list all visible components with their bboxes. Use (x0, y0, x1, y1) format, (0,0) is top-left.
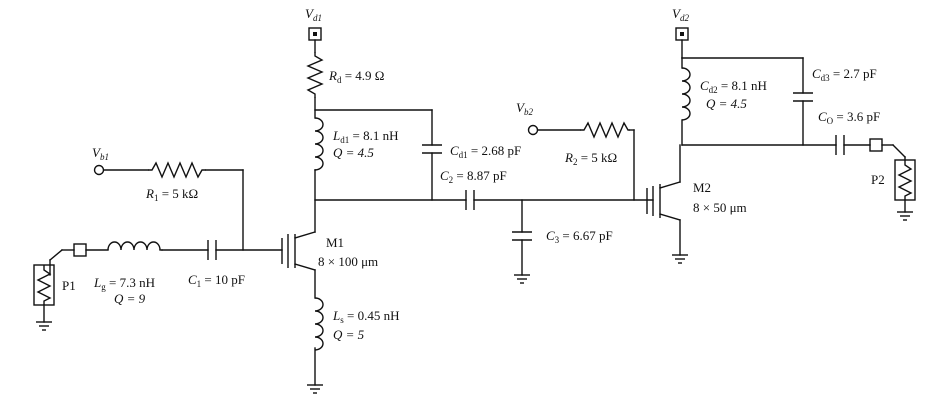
m2-transistor (646, 184, 661, 218)
c3-capacitor (512, 231, 532, 241)
ld1-inductor (314, 117, 324, 171)
c1-label: C1 = 10 pF (188, 272, 245, 289)
c2-capacitor (465, 190, 475, 210)
ls-inductor (314, 297, 324, 351)
ground-c3 (514, 274, 530, 284)
ground-p1 (36, 321, 52, 331)
vb2-label: Vb2 (516, 100, 533, 117)
vd1-label: Vd1 (305, 6, 322, 23)
cd3-capacitor (793, 92, 813, 102)
ld2-q-label: Q = 4.5 (706, 96, 747, 111)
ls-q-label: Q = 5 (333, 327, 365, 342)
vb1-terminal (93, 164, 105, 176)
lg-q-label: Q = 9 (114, 291, 146, 306)
m1-size: 8 × 100 μm (318, 254, 378, 269)
r1-label: R1 = 5 kΩ (145, 186, 198, 203)
vd2-terminal (675, 27, 689, 41)
p2-port (869, 138, 916, 201)
lg-inductor (107, 241, 161, 251)
ld2-label: Cd2 = 8.1 nH (700, 78, 767, 95)
vb2-terminal (527, 124, 539, 136)
lg-label: Lg = 7.3 nH (93, 275, 155, 292)
m1-name: M1 (326, 235, 344, 250)
ls-label: Ls = 0.45 nH (332, 308, 399, 325)
vd2-label: Vd2 (672, 6, 689, 23)
p2-label: P2 (871, 172, 885, 187)
r2-resistor (580, 121, 630, 139)
wires (43, 39, 906, 386)
c3-label: C3 = 6.67 pF (546, 228, 613, 245)
m1-transistor (281, 234, 296, 268)
p1-port (33, 243, 87, 306)
cd3-label: Cd3 = 2.7 pF (812, 66, 877, 83)
c1-capacitor (207, 240, 217, 260)
m2-size: 8 × 50 μm (693, 200, 747, 215)
vd1-terminal (308, 27, 322, 41)
co-capacitor (835, 135, 845, 155)
m2-name: M2 (693, 180, 711, 195)
ground-p2 (897, 211, 913, 221)
p1-label: P1 (62, 278, 76, 293)
cd1-label: Cd1 = 2.68 pF (450, 143, 521, 160)
ground-m2-source (672, 254, 688, 264)
rd-label: Rd = 4.9 Ω (328, 68, 384, 85)
co-label: CO = 3.6 pF (818, 109, 880, 126)
ld2-inductor (681, 67, 691, 121)
ld1-q-label: Q = 4.5 (333, 145, 374, 160)
r1-resistor (148, 161, 206, 179)
vb1-label: Vb1 (92, 145, 109, 162)
c2-label: C2 = 8.87 pF (440, 168, 507, 185)
r2-label: R2 = 5 kΩ (564, 150, 617, 167)
ground-m1-source (307, 384, 323, 394)
rd-resistor (306, 52, 324, 98)
cd1-capacitor (422, 144, 442, 154)
ld1-label: Ld1 = 8.1 nH (332, 128, 398, 145)
